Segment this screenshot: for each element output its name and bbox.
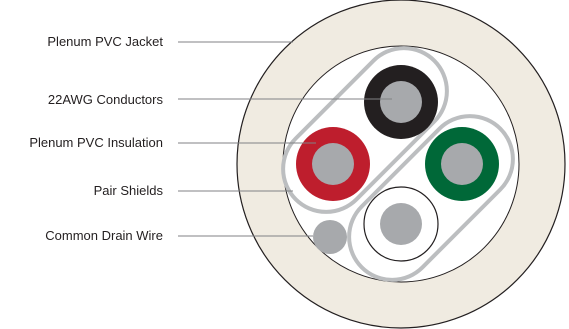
label-insulation: Plenum PVC Insulation [29,135,163,150]
conductor-white [363,186,439,262]
drain-wire [313,220,347,254]
label-shields: Pair Shields [94,183,164,198]
conductor-black [364,65,438,139]
conductor-green [425,127,499,201]
label-drain: Common Drain Wire [45,228,163,243]
label-jacket: Plenum PVC Jacket [47,34,163,49]
pair-shield-green-white [347,114,515,282]
pair-shield-red-black [281,46,449,214]
conductor-red [296,127,370,201]
label-conductors: 22AWG Conductors [48,92,164,107]
